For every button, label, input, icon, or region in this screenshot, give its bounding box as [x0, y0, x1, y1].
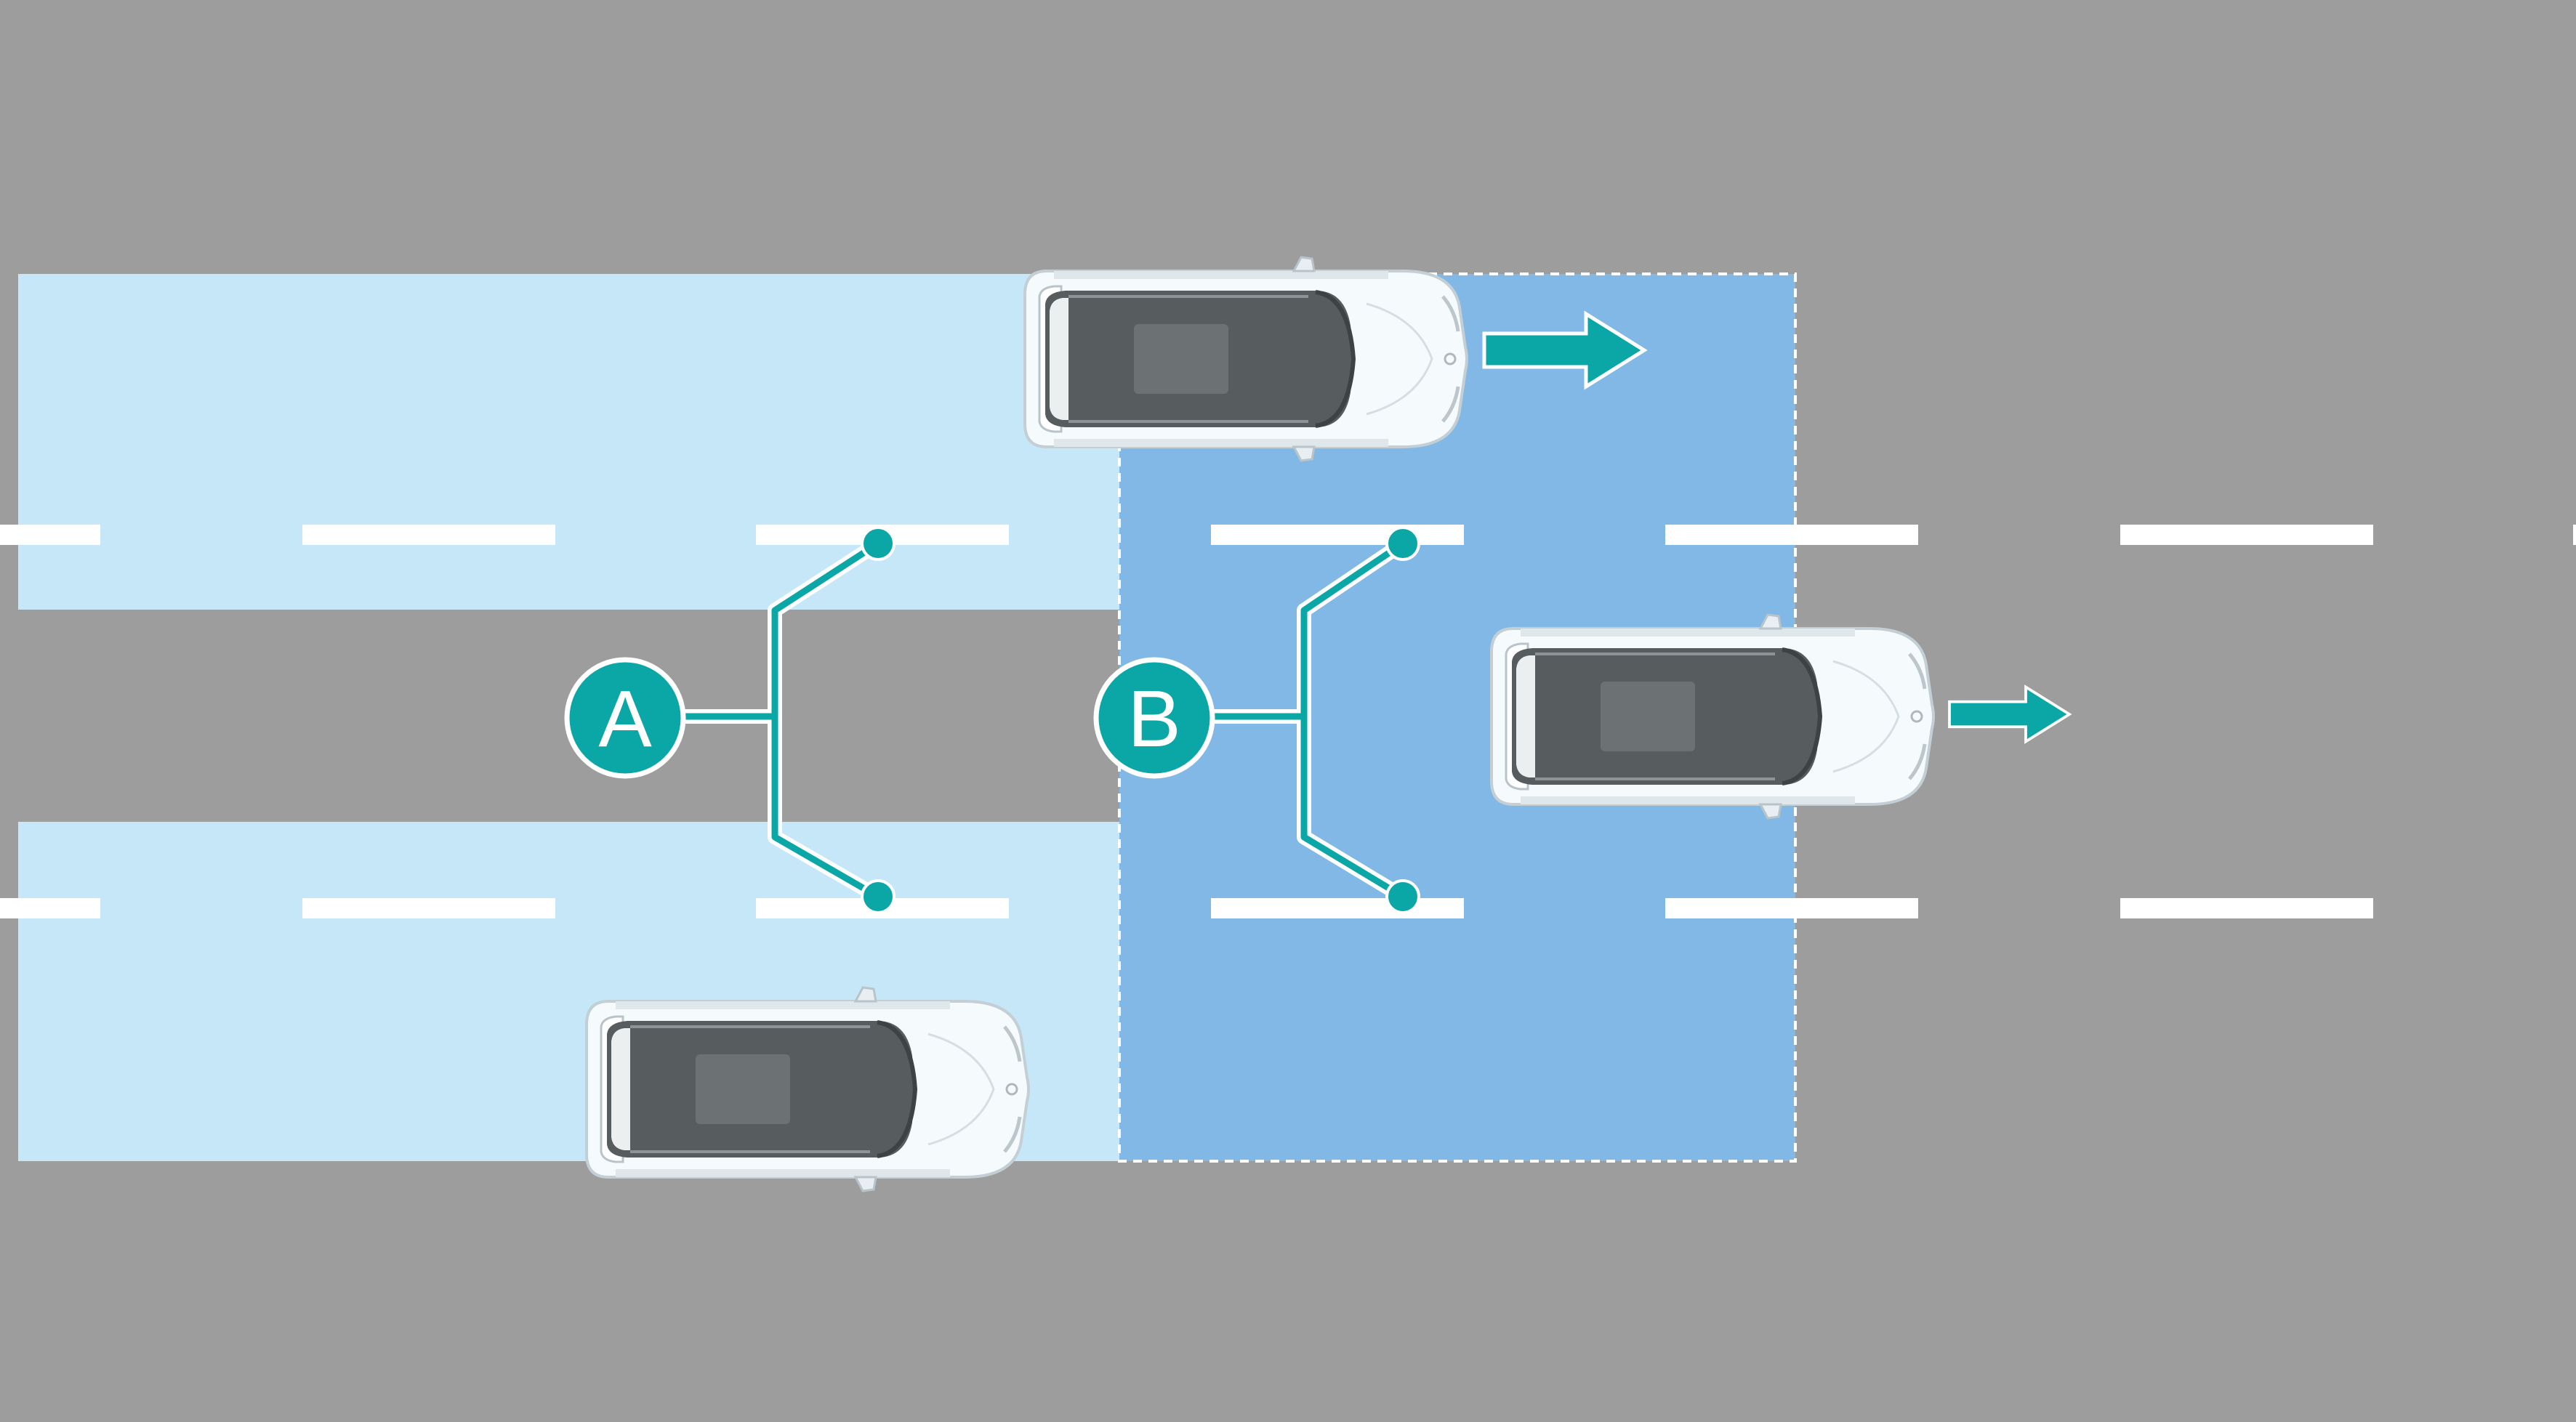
callout-a: A: [564, 526, 895, 914]
label-b: B: [1127, 674, 1180, 764]
lane-markings-upper: [0, 525, 2576, 545]
zone-b-outline: [1118, 272, 1797, 1163]
label-a-badge: [564, 657, 686, 779]
car-top-view-icon: [587, 987, 1029, 1191]
zone-b-area: [1119, 274, 1795, 1161]
label-a: A: [598, 674, 652, 764]
car-top-view-icon: [1492, 615, 1933, 818]
callout-b: B: [1093, 526, 1420, 914]
label-b-badge: [1093, 657, 1215, 779]
zone-a-left-lane: [18, 274, 1119, 610]
lane-markings-lower: [0, 898, 2373, 918]
car-top-view-icon: [1025, 257, 1467, 461]
